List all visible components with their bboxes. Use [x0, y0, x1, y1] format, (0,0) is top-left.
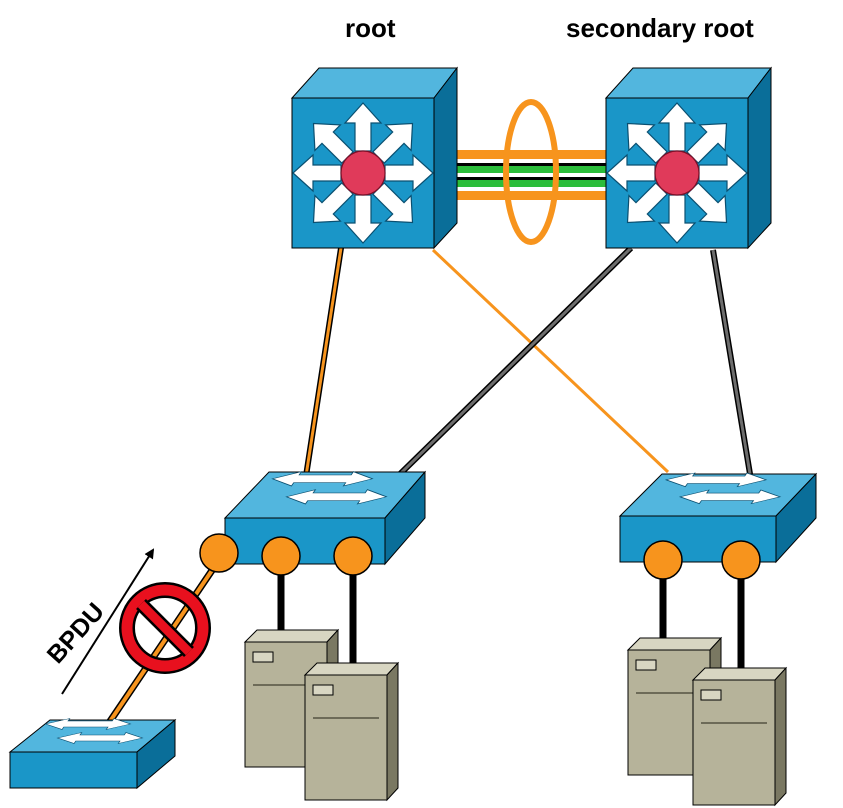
workgroup-switch-icon: [271, 471, 388, 505]
port-server-2: [333, 536, 373, 576]
inter-switch-port-channel: [452, 99, 612, 245]
port-server-1: [261, 536, 301, 576]
port-server-4: [721, 540, 761, 580]
access-ports: [199, 533, 761, 580]
workgroup-switch-icon: [664, 472, 782, 505]
etherchannel-ring: [503, 99, 559, 245]
core-switch-root: [290, 66, 459, 250]
server-right-front: [691, 666, 788, 807]
root-label: root: [345, 13, 396, 43]
workgroup-switch-icon: [44, 718, 144, 744]
multilayer-switch-icon: [606, 102, 748, 244]
multilayer-switch-icon: [292, 102, 434, 244]
edge-switch: [8, 718, 177, 790]
bpdu-direction-arrow: [61, 548, 155, 695]
bpdu-annotation: BPDU: [42, 548, 155, 695]
link-root-to-access-right: [431, 248, 670, 474]
port-server-3: [643, 540, 683, 580]
port-blocked: [199, 533, 239, 573]
core-switch-secondary-root: [604, 66, 773, 250]
server-left-front: [303, 661, 400, 802]
prohibited-icon: [119, 582, 211, 674]
uplink-cables: [93, 245, 753, 744]
access-switch-left: [223, 470, 427, 566]
secondary-root-label: secondary root: [566, 13, 754, 43]
